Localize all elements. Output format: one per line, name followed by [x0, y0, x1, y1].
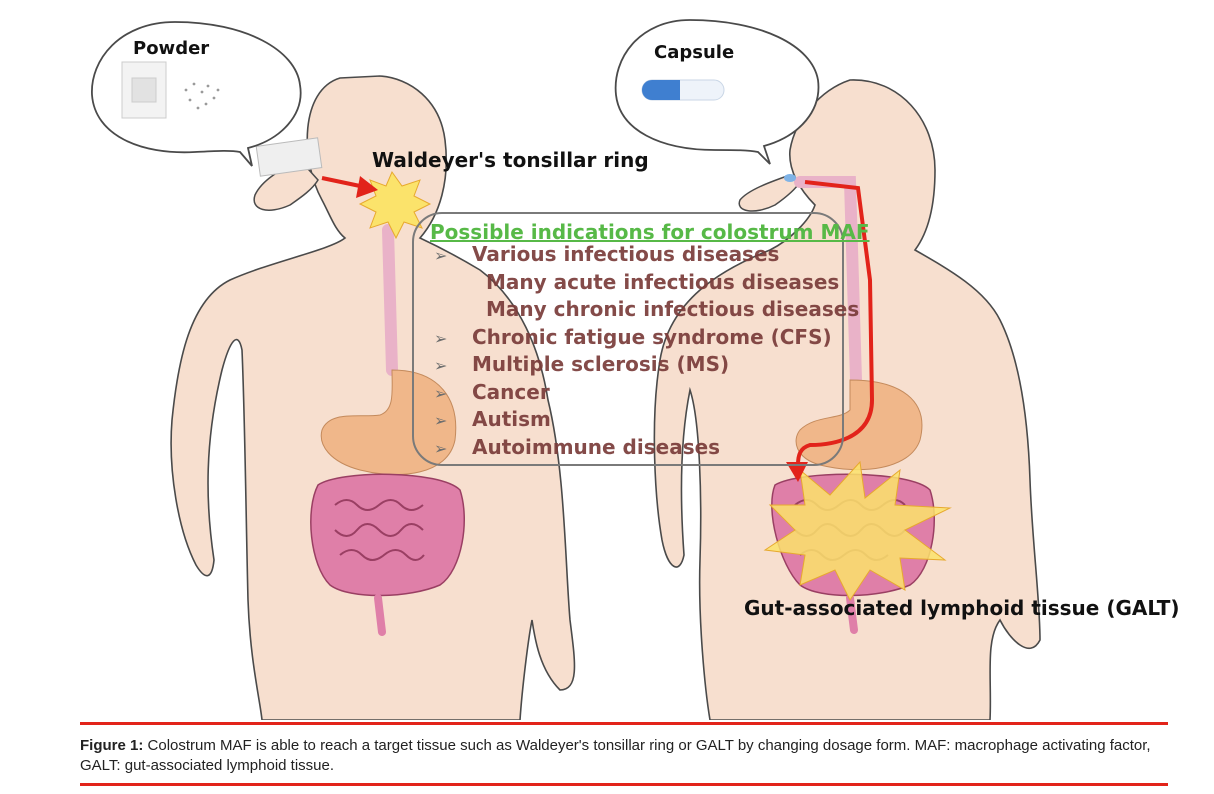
powder-route-arrow	[321, 176, 361, 188]
powder-arrow-head	[356, 176, 378, 198]
caption-text: Colostrum MAF is able to reach a target …	[80, 737, 1151, 774]
indications-title: Possible indications for colostrum MAF	[430, 220, 870, 244]
waldeyer-label: Waldeyer's tonsillar ring	[372, 148, 649, 172]
galt-label: Gut-associated lymphoid tissue (GALT)	[744, 596, 1180, 620]
capsule-arrow-head	[786, 462, 808, 482]
bullet-arrow-icon: ➢	[434, 413, 448, 430]
powder-label: Powder	[133, 38, 210, 59]
indication-item: Autism	[472, 407, 551, 431]
bullet-arrow-icon: ➢	[434, 331, 448, 348]
caption-bottom-rule	[80, 783, 1168, 786]
powder-sachet	[255, 137, 323, 177]
indication-item: Multiple sclerosis (MS)	[472, 352, 730, 376]
indication-subitem: Many chronic infectious diseases	[486, 297, 860, 321]
left-esophagus	[382, 224, 398, 376]
galt-starburst	[763, 460, 952, 601]
bullet-arrow-icon: ➢	[434, 248, 448, 265]
bullet-arrow-icon: ➢	[434, 358, 448, 375]
indication-item: Cancer	[472, 380, 550, 404]
left-body-silhouette	[170, 75, 576, 720]
left-intestines	[310, 473, 465, 636]
powder-grains-icon	[184, 82, 220, 110]
capsule-label: Capsule	[654, 42, 735, 63]
indication-item: Chronic fatigue syndrome (CFS)	[472, 325, 832, 349]
indications-box	[412, 212, 844, 466]
powder-speech-bubble	[91, 21, 302, 167]
powder-packet-window	[131, 77, 157, 103]
capsule-in-hand	[784, 174, 796, 182]
indication-item: Autoimmune diseases	[472, 435, 721, 459]
bullet-arrow-icon: ➢	[434, 441, 448, 458]
capsule-pill-icon	[641, 79, 725, 101]
left-body-figure	[170, 75, 576, 720]
left-hand	[253, 159, 319, 211]
bullet-arrow-icon: ➢	[434, 386, 448, 403]
illustration-scene	[91, 19, 1041, 720]
indication-item: Various infectious diseases	[472, 242, 780, 266]
figure-caption: Figure 1: Colostrum MAF is able to reach…	[80, 736, 1170, 776]
caption-label: Figure 1:	[80, 737, 144, 754]
caption-top-rule	[80, 722, 1168, 725]
indication-subitem: Many acute infectious diseases	[486, 270, 840, 294]
right-body-figure	[653, 79, 1041, 720]
right-hand	[738, 174, 802, 212]
